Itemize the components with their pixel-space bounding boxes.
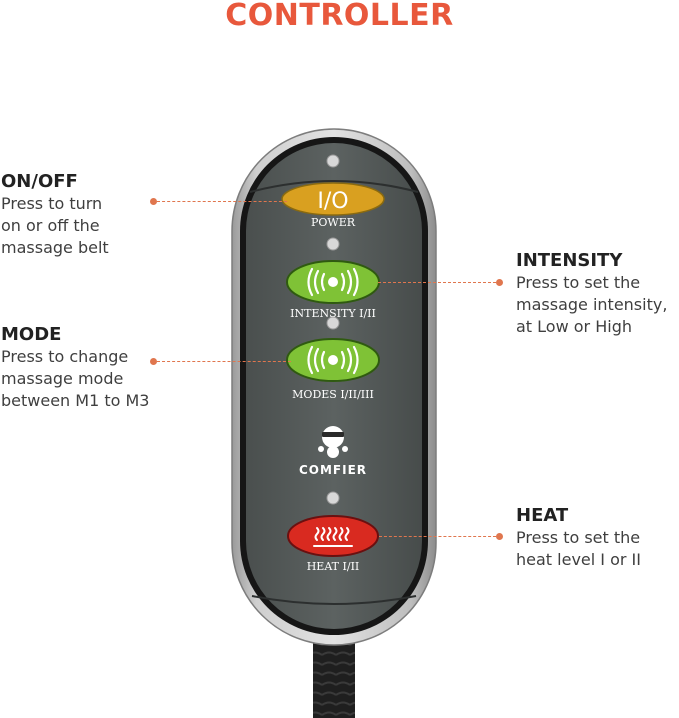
leader-line-mode — [157, 361, 291, 362]
mascot-logo-icon — [318, 426, 348, 458]
brand-name: COMFIER — [299, 463, 367, 477]
annotation-line: on or off the — [1, 216, 100, 235]
heat-indicator-light — [326, 491, 340, 505]
controller-face — [246, 143, 422, 629]
leader-line-onoff — [157, 201, 287, 202]
annotation-heat: HEAT Press to set the heat level I or II — [516, 505, 679, 571]
vibration-waves-icon — [307, 345, 359, 375]
annotation-line: Press to set the — [516, 528, 641, 547]
annotation-heading: ON/OFF — [1, 171, 78, 192]
intensity-button[interactable] — [286, 260, 380, 304]
leader-dot-heat — [496, 533, 503, 540]
annotation-heading: HEAT — [516, 505, 569, 526]
intensity-label: INTENSITY I/II — [290, 307, 376, 320]
page-title: CONTROLLER — [225, 0, 454, 33]
modes-button[interactable] — [286, 338, 380, 382]
heat-waves-icon — [313, 527, 353, 547]
annotation-line: at Low or High — [516, 317, 632, 336]
modes-label: MODES I/II/III — [292, 388, 374, 401]
annotation-onoff: ON/OFF Press to turn on or off the massa… — [1, 171, 161, 259]
leader-line-heat — [379, 536, 496, 537]
heat-label: HEAT I/II — [307, 560, 360, 573]
face-groove — [249, 180, 419, 193]
annotation-heading: MODE — [1, 324, 62, 345]
annotation-intensity: INTENSITY Press to set the massage inten… — [516, 250, 679, 338]
power-indicator-light — [326, 154, 340, 168]
power-icon: I/O — [317, 189, 348, 214]
annotation-line: massage intensity, — [516, 295, 668, 314]
vibration-waves-icon — [307, 267, 359, 297]
heat-button[interactable] — [287, 515, 379, 557]
annotation-line: massage mode — [1, 369, 124, 388]
intensity-indicator-light — [326, 237, 340, 251]
leader-dot-intensity — [496, 279, 503, 286]
leader-dot-mode — [150, 358, 157, 365]
face-groove — [251, 595, 417, 605]
annotation-line: heat level I or II — [516, 550, 641, 569]
annotation-mode: MODE Press to change massage mode betwee… — [1, 324, 161, 412]
annotation-line: between M1 to M3 — [1, 391, 150, 410]
annotation-line: Press to turn — [1, 194, 103, 213]
annotation-line: Press to set the — [516, 273, 641, 292]
power-button[interactable]: I/O — [281, 182, 385, 216]
leader-dot-onoff — [150, 198, 157, 205]
annotation-heading: INTENSITY — [516, 250, 623, 271]
power-label: POWER — [311, 216, 356, 229]
annotation-line: Press to change — [1, 347, 129, 366]
annotation-line: massage belt — [1, 238, 109, 257]
modes-indicator-light — [326, 316, 340, 330]
leader-line-intensity — [378, 282, 496, 283]
